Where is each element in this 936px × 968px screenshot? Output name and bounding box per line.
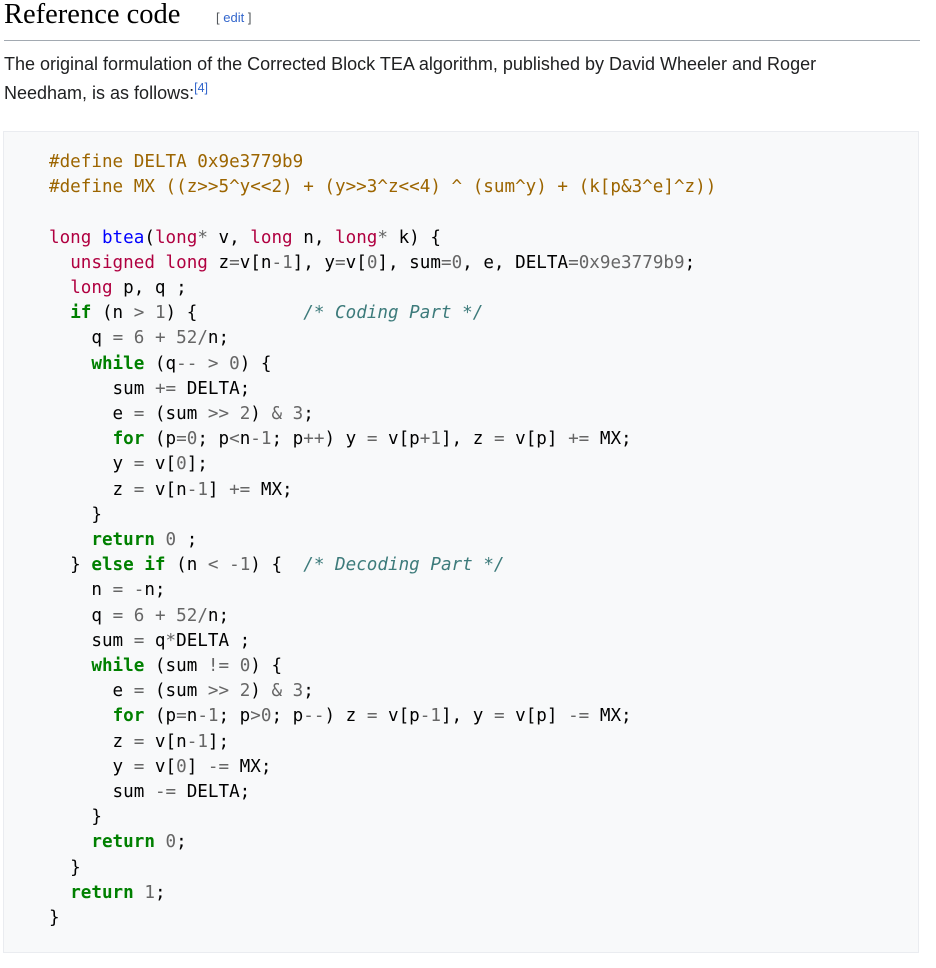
code-line: z = v[n-1] += MX;: [49, 479, 293, 500]
edit-section: [ edit ]: [216, 10, 251, 25]
code-line: long p, q ;: [70, 278, 187, 299]
citation-link[interactable]: [4]: [194, 81, 208, 95]
code-line: sum = q*DELTA ;: [49, 630, 251, 651]
code-line: n = -n;: [49, 580, 166, 601]
code-line: sum -= DELTA;: [49, 782, 251, 803]
code-line: if (n > 1) { /* Coding Part */: [70, 303, 484, 324]
edit-bracket-open: [: [216, 10, 224, 25]
code-line: while (sum != 0) {: [91, 656, 283, 677]
code-line: }: [49, 504, 102, 525]
code-line: }: [49, 857, 81, 878]
edit-bracket-close: ]: [244, 10, 252, 25]
edit-link[interactable]: edit: [223, 10, 245, 25]
code-line: y = v[0] -= MX;: [49, 756, 272, 777]
code-block: #define DELTA 0x9e3779b9 #define MX ((z>…: [3, 131, 919, 953]
code-listing: #define DELTA 0x9e3779b9 #define MX ((z>…: [49, 150, 716, 931]
code-line: return 0;: [91, 832, 187, 853]
code-line: #define DELTA 0x9e3779b9: [49, 152, 304, 172]
code-line: unsigned long z=v[n-1], y=v[0], sum=0, e…: [70, 252, 696, 273]
intro-text: The original formulation of the Correcte…: [4, 54, 817, 103]
code-line: e = (sum >> 2) & 3;: [49, 404, 314, 425]
code-line: for (p=n-1; p>0; p--) z = v[p-1], y = v[…: [112, 706, 632, 727]
code-line: y = v[0];: [49, 454, 208, 475]
code-line: }: [49, 908, 60, 929]
code-line: return 0 ;: [91, 530, 198, 551]
code-line: q = 6 + 52/n;: [49, 328, 230, 349]
code-line: for (p=0; p<n-1; p++) y = v[p+1], z = v[…: [112, 429, 632, 450]
code-line: z = v[n-1];: [49, 731, 230, 752]
section-title: Reference code: [4, 0, 181, 30]
code-line: } else if (n < -1) { /* Decoding Part */: [49, 555, 505, 576]
code-line: e = (sum >> 2) & 3;: [49, 681, 314, 702]
intro-paragraph: The original formulation of the Correcte…: [4, 50, 904, 108]
code-line: q = 6 + 52/n;: [49, 605, 230, 626]
code-line: }: [49, 807, 102, 828]
section-heading: Reference code [ edit ]: [4, 0, 920, 41]
code-line: while (q-- > 0) {: [91, 353, 272, 374]
code-line: return 1;: [70, 882, 166, 903]
code-line: #define MX ((z>>5^y<<2) + (y>>3^z<<4) ^ …: [49, 177, 717, 198]
code-line: long btea(long* v, long n, long* k) {: [49, 227, 441, 248]
code-line: sum += DELTA;: [49, 378, 251, 399]
